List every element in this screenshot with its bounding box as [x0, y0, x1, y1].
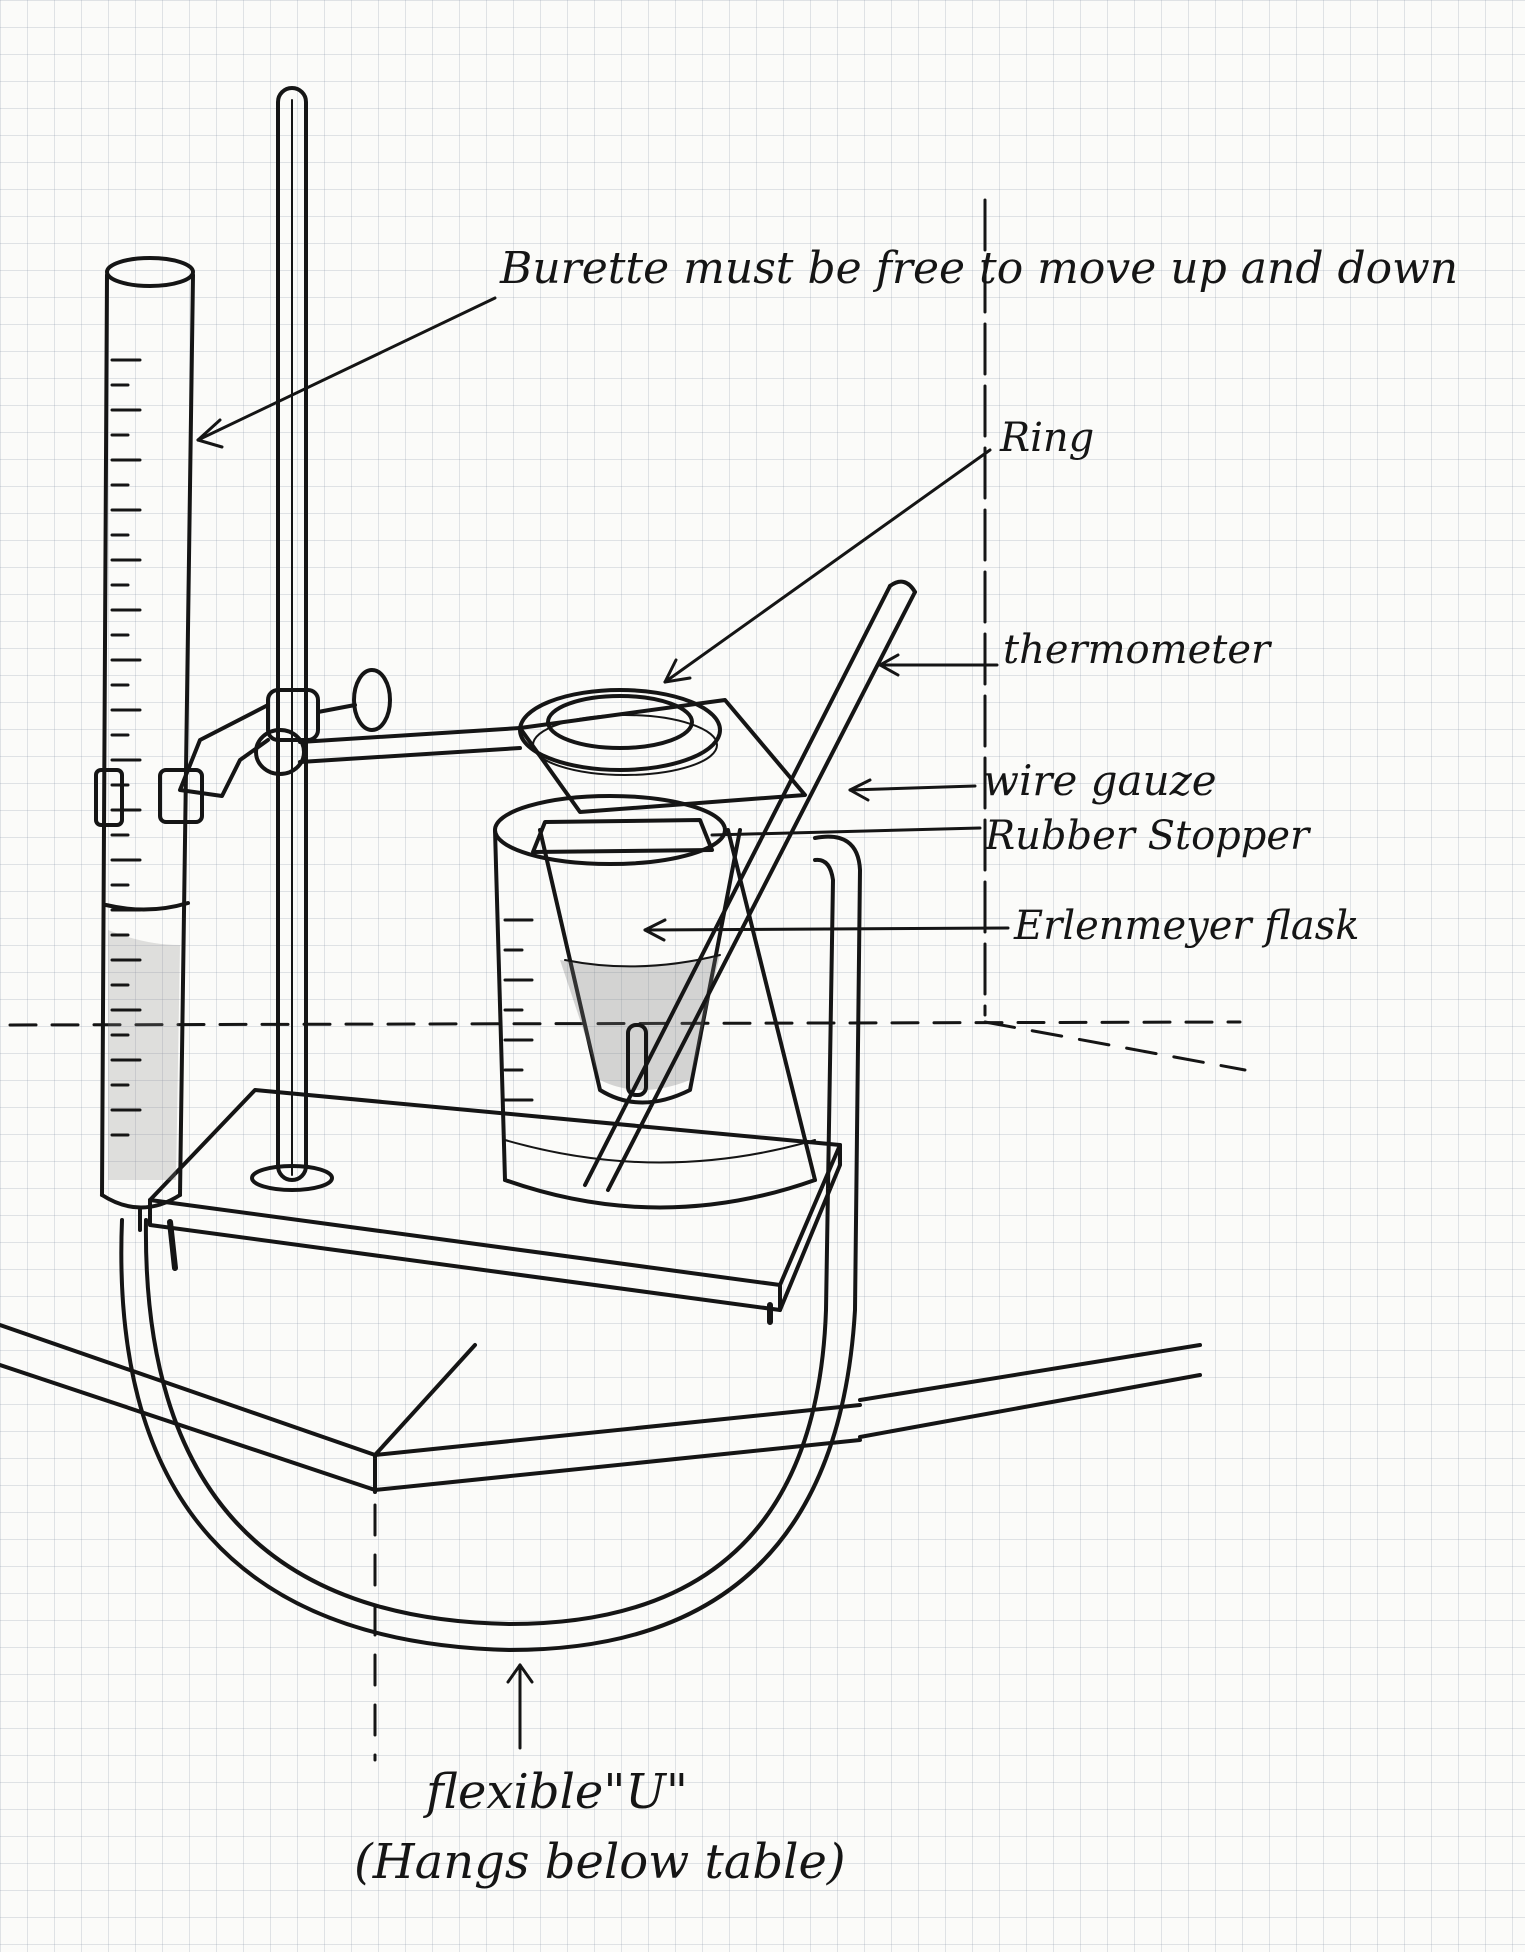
erlenmeyer-flask-label: Erlenmeyer flask [1014, 903, 1360, 949]
burette [100, 256, 195, 1232]
flexible-u-tube [119, 834, 862, 1652]
rubber-stopper [531, 818, 714, 854]
ring-and-gauze [518, 688, 807, 814]
wire-gauze-label: wire gauze [983, 756, 1217, 805]
erlenmeyer-flask [538, 828, 742, 1105]
stand-base [148, 1088, 842, 1325]
leader-lines [196, 296, 1010, 1750]
ring-label: Ring [1000, 415, 1095, 461]
table-lines [0, 198, 1247, 1762]
beaker [493, 794, 817, 1210]
support-rod [250, 86, 334, 1192]
burette-label: Burette must be free to move up and down [500, 243, 1459, 294]
hangs-below-table-label: (Hangs below table) [354, 1834, 846, 1890]
flexible-u-label: flexible"U" [426, 1764, 688, 1820]
thermometer-label: thermometer [1003, 627, 1271, 673]
rubber-stopper-label: Rubber Stopper [985, 813, 1310, 859]
thermometer [583, 579, 917, 1192]
burette-clamp [94, 668, 522, 827]
